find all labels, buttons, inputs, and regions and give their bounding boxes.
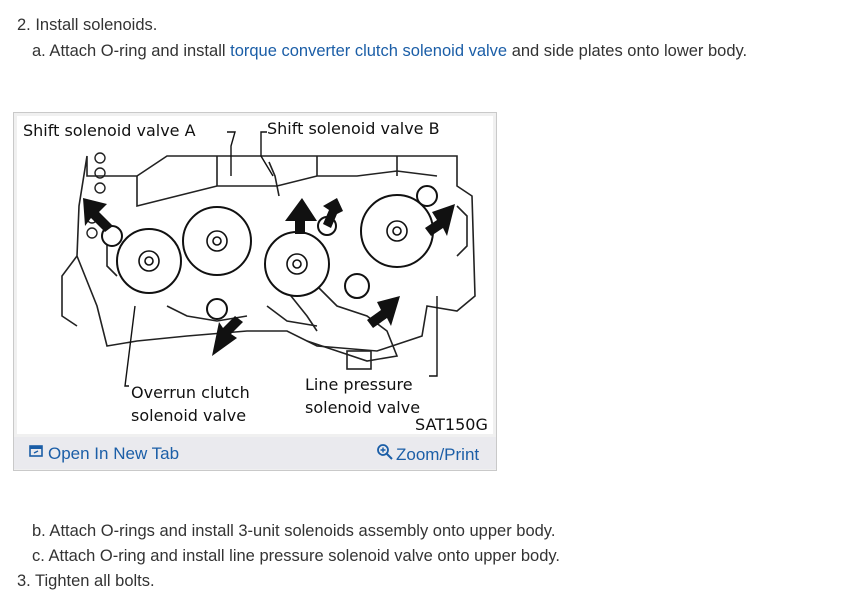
step-3: 3. Tighten all bolts. [17,572,155,590]
step-2a-suffix: and side plates onto lower body. [507,42,748,60]
zoom-in-icon [376,443,394,466]
open-new-tab-icon [28,443,44,464]
figure-code: SAT150G [415,415,488,434]
open-new-tab-label: Open In New Tab [48,443,180,463]
step-2a: a. Attach O-ring and install torque conv… [32,41,747,61]
figure-card: Shift solenoid valve A Shift solenoid va… [13,112,497,471]
label-shift-solenoid-a: Shift solenoid valve A [23,121,196,140]
zoom-print-label: Zoom/Print [396,444,480,464]
label-shift-solenoid-b: Shift solenoid valve B [267,119,440,138]
step-2: 2. Install solenoids. [17,16,158,34]
step-2c: c. Attach O-ring and install line pressu… [32,547,560,565]
open-new-tab-link[interactable]: Open In New Tab [28,443,179,464]
solenoid-diagram: Shift solenoid valve A Shift solenoid va… [17,116,493,434]
figure-action-bar: Open In New Tab Zoom/Print [14,437,496,469]
zoom-print-link[interactable]: Zoom/Print [376,443,479,466]
label-overrun-line2: solenoid valve [131,406,246,425]
torque-converter-link[interactable]: torque converter clutch solenoid valve [230,42,508,60]
label-line-pressure-line2: solenoid valve [305,398,420,417]
step-2b: b. Attach O-rings and install 3-unit sol… [32,522,556,540]
label-line-pressure-line1: Line pressure [305,375,413,394]
step-2a-prefix: a. Attach O-ring and install [32,42,231,60]
label-overrun-line1: Overrun clutch [131,383,250,402]
